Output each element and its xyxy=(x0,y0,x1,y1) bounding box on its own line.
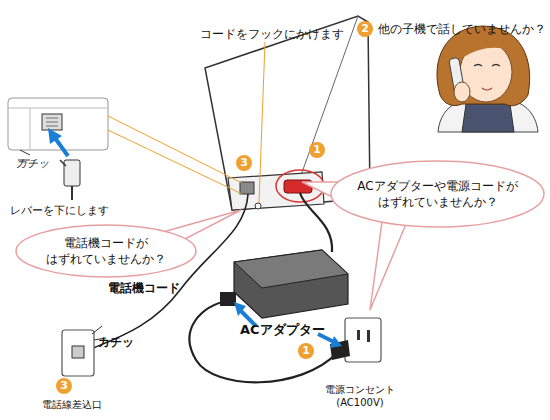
sound-word: カチッ xyxy=(98,334,134,351)
plug-lever xyxy=(60,160,66,166)
arrow-head xyxy=(234,302,246,316)
outlet-plate xyxy=(345,318,381,362)
ac-inlet-plug xyxy=(220,292,236,306)
woman-mouth xyxy=(482,88,492,90)
part-name: 電話線差込口 xyxy=(42,398,102,412)
speech-bubble: ACアダプターや電源コードが はずれていませんか？ xyxy=(330,160,545,228)
bubble-text: ACアダプターや電源コードが はずれていませんか？ xyxy=(350,178,526,210)
bubble-outline xyxy=(15,224,197,278)
instruction-note: レバーを下にします xyxy=(10,203,109,218)
woman-apron xyxy=(462,104,514,132)
connector-panel xyxy=(228,172,324,210)
woman-eyes xyxy=(474,65,500,67)
check-note: 他の子機で話していませんか？ xyxy=(378,21,546,38)
leader-line xyxy=(259,42,265,203)
outlet-slot xyxy=(357,330,360,340)
wall-jack xyxy=(72,346,84,358)
outlet-slot xyxy=(367,330,370,342)
arrow-head xyxy=(330,336,342,348)
bubble-ellipse xyxy=(331,161,544,227)
line-port xyxy=(240,182,254,194)
dc-cable xyxy=(300,193,332,252)
bubble-outline xyxy=(330,160,545,228)
leader-line xyxy=(108,130,242,194)
woman-hair xyxy=(437,26,530,106)
callout-number: 1 xyxy=(309,142,325,158)
callout-number: 3 xyxy=(56,378,72,394)
part-name: ACアダプター xyxy=(240,321,325,339)
callout-number: 1 xyxy=(298,343,314,359)
leader-note: コードをフックにかけます xyxy=(200,26,344,43)
insert-arrow xyxy=(55,138,68,156)
bubble-text: 電話機コードが はずれていませんか？ xyxy=(36,235,176,267)
cord-hook xyxy=(255,203,261,209)
part-name: 電源コンセント (AC100V) xyxy=(318,384,402,409)
ac-adapter xyxy=(234,250,348,318)
adapter-top xyxy=(234,250,348,288)
inset-jack xyxy=(42,114,62,130)
modular-plug xyxy=(64,160,80,186)
stand-edge xyxy=(300,16,370,198)
speech-bubble: 電話機コードが はずれていませんか？ xyxy=(15,224,197,278)
jack-contacts xyxy=(46,118,58,126)
sound-word: カチッ xyxy=(16,156,49,171)
part-name: 電話機コード xyxy=(108,280,180,297)
woman-bangs xyxy=(462,41,512,58)
plug-cord xyxy=(71,186,73,200)
bubble-ellipse xyxy=(16,225,196,277)
woman-hand xyxy=(454,82,470,102)
leader-line xyxy=(108,116,242,183)
callout-number: 3 xyxy=(236,155,252,171)
callout-number: 2 xyxy=(357,21,373,37)
wall-jack-plate xyxy=(62,330,94,376)
arrow-head xyxy=(48,128,62,144)
